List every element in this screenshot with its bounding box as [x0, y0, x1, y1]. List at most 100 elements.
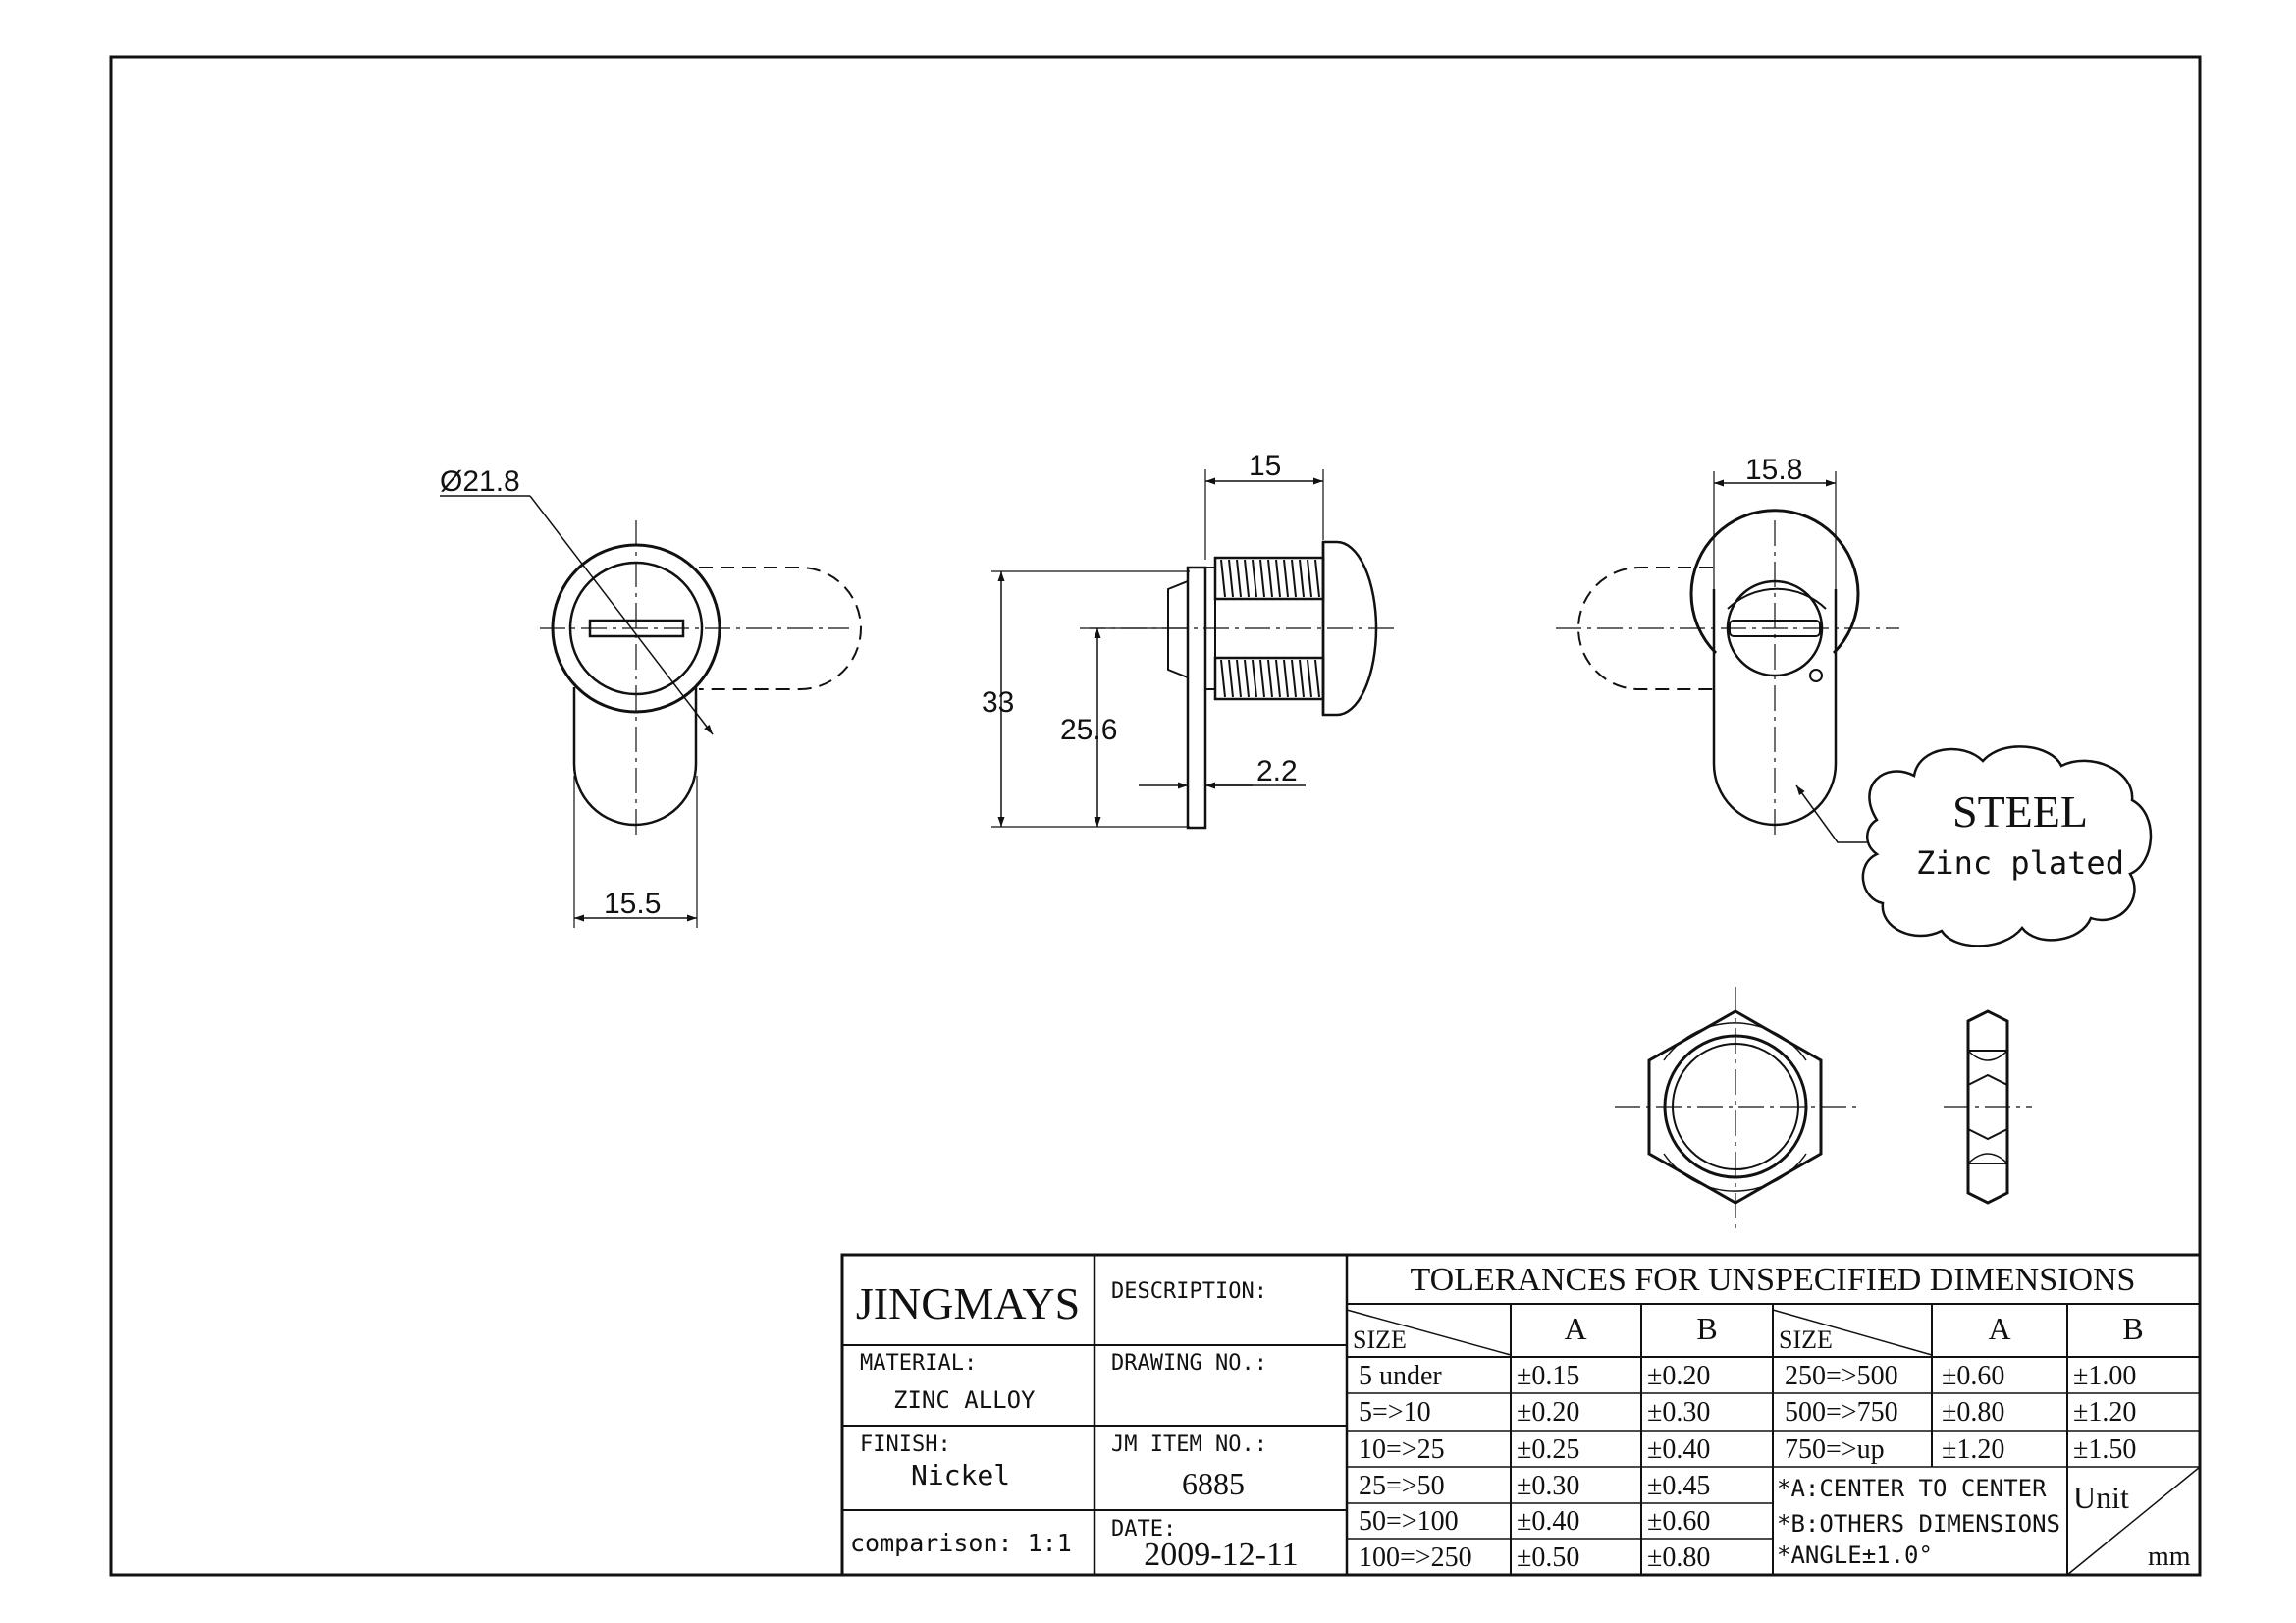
hex-nut-front-view — [1615, 987, 1860, 1232]
tolerance-b-cell: ±1.50 — [2073, 1434, 2136, 1465]
tolerance-a-cell: ±0.80 — [1942, 1397, 2004, 1428]
tolerance-rows-right: 250=>500±0.60±1.00500=>750±0.80±1.20750=… — [1785, 1361, 2136, 1465]
thread-line — [1220, 559, 1226, 598]
note-others-dimensions: *B:OTHERS DIMENSIONS — [1777, 1510, 2060, 1538]
tolerance-size-cell: 500=>750 — [1785, 1397, 1898, 1428]
tolerance-a-cell: ±0.30 — [1517, 1471, 1579, 1501]
tolerance-b-cell: ±0.45 — [1647, 1471, 1710, 1501]
note-angle: *ANGLE±1.0° — [1777, 1542, 1933, 1569]
dim-thickness-2-2: 2.2 — [1256, 755, 1298, 787]
callout-cloud — [1861, 745, 2153, 947]
thread-line — [1259, 659, 1265, 698]
tolerance-a-cell: ±0.50 — [1517, 1542, 1579, 1573]
size-header-left: SIZE — [1353, 1325, 1407, 1354]
dim-width-15-8: 15.8 — [1745, 454, 1802, 486]
material-callout: STEEL Zinc plated — [1795, 745, 2153, 947]
side-flange-plate — [1186, 566, 1207, 830]
callout-leader — [1795, 784, 1875, 843]
tolerance-b-cell: ±0.40 — [1647, 1434, 1710, 1465]
hex-nut-side-view — [1944, 1009, 2032, 1205]
tolerance-a-cell: ±0.40 — [1517, 1506, 1579, 1537]
thread-line — [1267, 559, 1273, 598]
tolerance-b-cell: ±1.20 — [2073, 1397, 2136, 1428]
date-label: DATE: — [1111, 1517, 1176, 1542]
item-no-label: JM ITEM NO.: — [1111, 1433, 1267, 1457]
tolerance-size-cell: 50=>100 — [1359, 1506, 1459, 1537]
thread-line — [1299, 559, 1305, 598]
thread-line — [1307, 659, 1312, 698]
unit-label: Unit — [2073, 1480, 2129, 1515]
note-center-to-center: *A:CENTER TO CENTER — [1777, 1475, 2047, 1502]
tolerance-b-cell: ±0.30 — [1647, 1397, 1710, 1428]
callout-title: STEEL — [1952, 786, 2088, 837]
tolerance-size-cell: 5=>10 — [1359, 1397, 1431, 1428]
tolerance-a-cell: ±0.25 — [1517, 1434, 1579, 1465]
item-no-value: 6885 — [1182, 1466, 1245, 1501]
thread-line — [1275, 659, 1281, 698]
title-block-text: JINGMAYS DESCRIPTION: MATERIAL: ZINC ALL… — [850, 1262, 2191, 1573]
side-head-dome — [1321, 540, 1378, 717]
tolerance-b-cell: ±0.20 — [1647, 1361, 1710, 1391]
tolerance-a-cell: ±0.15 — [1517, 1361, 1579, 1391]
col-a-header-right: A — [1988, 1311, 2010, 1346]
finish-value: Nickel — [911, 1459, 1010, 1491]
side-view: 15 33 25.6 2.2 — [982, 450, 1394, 830]
thread-line — [1283, 659, 1289, 698]
thread-line — [1307, 559, 1312, 598]
drawing-no-label: DRAWING NO.: — [1111, 1351, 1267, 1376]
col-a-header-left: A — [1564, 1311, 1586, 1346]
dim-height-25-6: 25.6 — [1060, 714, 1117, 746]
tolerance-rows-left: 5 under ±0.15 ±0.20 5=>10 ±0.20 ±0.30 10=>25 ±0… — [1359, 1361, 1710, 1573]
back-face-arc — [1689, 509, 1860, 655]
tolerance-b-cell: ±0.60 — [1647, 1506, 1710, 1537]
thread-line — [1299, 659, 1305, 698]
date-value: 2009-12-11 — [1144, 1537, 1298, 1573]
tolerance-a-cell: ±0.60 — [1942, 1361, 2004, 1391]
title-block — [840, 1253, 2202, 1577]
material-value: ZINC ALLOY — [893, 1386, 1036, 1414]
side-nut — [1167, 579, 1189, 679]
thread-line — [1244, 559, 1250, 598]
front-cam-outline-dashed — [699, 567, 862, 690]
col-b-header-right: B — [2122, 1311, 2143, 1346]
thread-line — [1220, 659, 1226, 698]
company-name: JINGMAYS — [856, 1278, 1080, 1328]
thread-line — [1244, 659, 1250, 698]
thread-line — [1252, 659, 1257, 698]
tolerance-a-cell: ±1.20 — [1942, 1434, 2004, 1465]
thread-line — [1228, 659, 1234, 698]
back-pin-hole — [1809, 669, 1823, 682]
thread-line — [1314, 659, 1320, 698]
tolerance-b-cell: ±1.00 — [2073, 1361, 2136, 1391]
thread-line — [1236, 559, 1242, 598]
tolerance-size-cell: 100=>250 — [1359, 1542, 1472, 1573]
thread-line — [1259, 559, 1265, 598]
thread-line — [1275, 559, 1281, 598]
thread-line — [1291, 659, 1297, 698]
thread-line — [1267, 659, 1273, 698]
tolerance-size-cell: 5 under — [1359, 1361, 1442, 1391]
back-view: 15.8 — [1556, 454, 1899, 835]
material-label: MATERIAL: — [860, 1351, 977, 1376]
thread-line — [1314, 559, 1320, 598]
tolerance-size-cell: 10=>25 — [1359, 1434, 1445, 1465]
dim-length-15: 15 — [1249, 450, 1281, 482]
front-view: Ø21.8 15.5 — [440, 465, 862, 928]
unit-value: mm — [2148, 1542, 2191, 1572]
dim-height-33: 33 — [982, 686, 1014, 719]
thread-line — [1228, 559, 1234, 598]
tolerance-title: TOLERANCES FOR UNSPECIFIED DIMENSIONS — [1411, 1262, 2136, 1298]
thread-line — [1291, 559, 1297, 598]
col-b-header-left: B — [1696, 1311, 1717, 1346]
tolerance-a-cell: ±0.20 — [1517, 1397, 1579, 1428]
tolerance-size-cell: 250=>500 — [1785, 1361, 1898, 1391]
comparison-scale: comparison: 1:1 — [850, 1529, 1072, 1557]
description-label: DESCRIPTION: — [1111, 1279, 1267, 1304]
callout-subtitle: Zinc plated — [1916, 844, 2124, 882]
back-cam-outline-dashed — [1577, 567, 1713, 690]
tolerance-size-cell: 25=>50 — [1359, 1471, 1445, 1501]
size-header-right: SIZE — [1779, 1325, 1833, 1354]
thread-line — [1252, 559, 1257, 598]
thread-line — [1236, 659, 1242, 698]
